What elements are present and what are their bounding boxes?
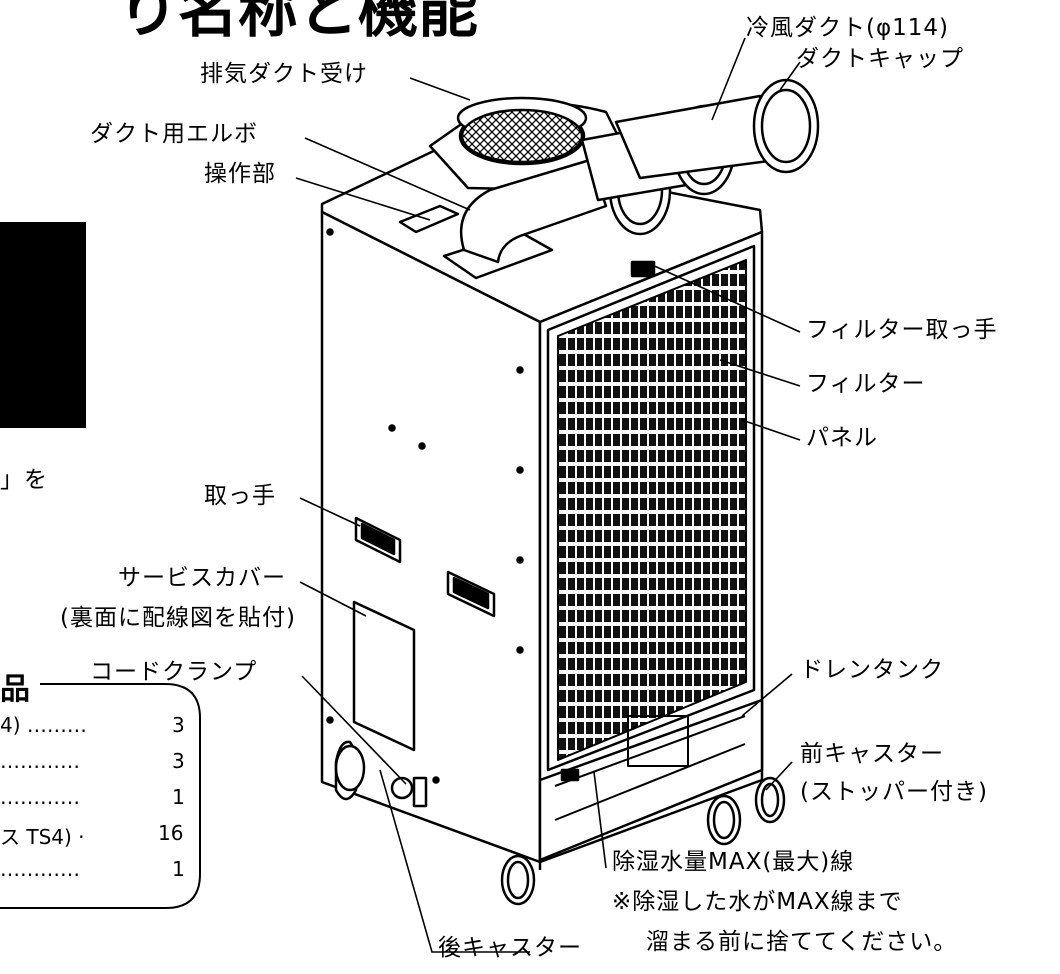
- accessories-box: [0, 683, 201, 909]
- accessory-row-3: …………: [0, 785, 80, 809]
- label-duct-elbow: ダクト用エルボ: [90, 121, 258, 147]
- label-front-caster: 前キャスター: [800, 741, 944, 767]
- label-panel: パネル: [806, 425, 878, 451]
- label-drain-tank: ドレンタンク: [800, 657, 944, 683]
- label-cold-duct: 冷風ダクト(φ114): [746, 15, 950, 41]
- label-filter: フィルター: [806, 371, 926, 397]
- accessories-title: 品: [0, 672, 30, 707]
- accessory-row-5: …………: [0, 857, 80, 881]
- left-text-fragment: 」を: [0, 467, 48, 493]
- label-control-panel: 操作部: [204, 161, 276, 187]
- label-exhaust-receiver: 排気ダクト受け: [200, 61, 368, 87]
- label-rear-caster: 後キャスター: [438, 935, 582, 961]
- accessory-qty-2: 3: [172, 749, 185, 773]
- label-filter-handle: フィルター取っ手: [806, 317, 998, 343]
- label-service-cover-note: (裏面に配線図を貼付): [60, 605, 296, 631]
- label-cord-clamp: コードクランプ: [90, 659, 258, 685]
- accessory-qty-5: 1: [172, 857, 185, 881]
- accessory-row-1: 4) ………: [0, 713, 87, 737]
- accessory-qty-3: 1: [172, 785, 185, 809]
- label-dehumid-note-2: 溜まる前に捨ててください。: [646, 929, 958, 955]
- label-service-cover: サービスカバー: [118, 565, 286, 591]
- leader-lines: [295, 37, 801, 953]
- label-dehumid-note-1: ※除湿した水がMAX線まで: [612, 889, 903, 915]
- label-dehumid-line: 除湿水量MAX(最大)線: [612, 849, 855, 875]
- accessory-qty-1: 3: [172, 713, 185, 737]
- page-heading-fragment: り名称と機能: [118, 0, 478, 46]
- side-tab-block: [0, 222, 86, 428]
- accessory-qty-4: 16: [158, 821, 184, 845]
- accessory-row-4: ス TS4) ·: [0, 825, 85, 849]
- label-duct-cap: ダクトキャップ: [796, 46, 964, 72]
- accessory-row-2: …………: [0, 749, 80, 773]
- label-handle: 取っ手: [204, 483, 276, 509]
- label-front-caster-note: (ストッパー付き): [800, 779, 988, 805]
